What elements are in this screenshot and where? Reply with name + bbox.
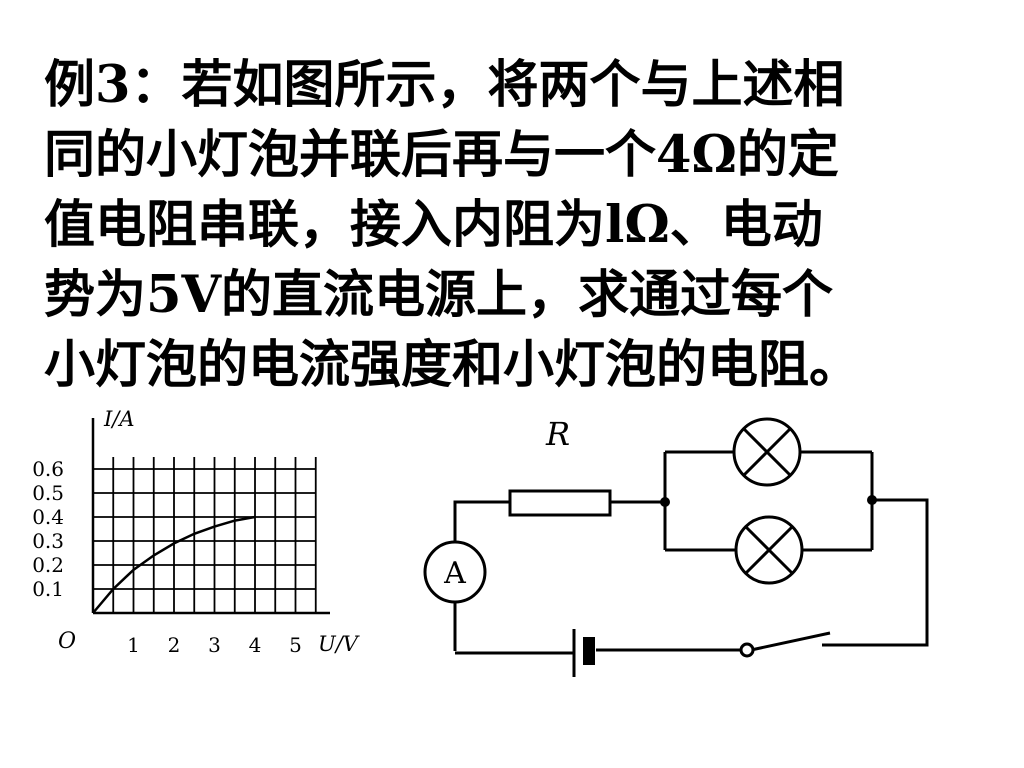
wire-right: [822, 498, 929, 647]
lamp-bottom: [734, 515, 804, 585]
y-tick-label: 0.2: [32, 553, 64, 577]
ammeter: A: [423, 540, 487, 604]
x-tick-label: 3: [208, 633, 221, 657]
x-tick-label: 5: [289, 633, 302, 657]
x-tick-label: 1: [127, 633, 140, 657]
battery-short-plate: [583, 637, 595, 665]
x-axis-label: U/V: [318, 632, 360, 656]
y-tick-label: 0.5: [32, 481, 64, 505]
problem-line-1: 例3：若如图所示，将两个与上述相: [44, 55, 845, 115]
resistor-label: R: [545, 415, 570, 453]
wire-left: [453, 500, 510, 543]
problem-line-4: 势为5V的直流电源上，求通过每个: [44, 265, 834, 325]
x-tick-label: 2: [168, 633, 181, 657]
switch-contact: [739, 642, 755, 658]
y-tick-label: 0.6: [32, 457, 64, 481]
junction-dot-right: [867, 495, 877, 505]
graph-grid: [93, 457, 317, 613]
y-axis-label: I/A: [103, 407, 135, 431]
series-line: [92, 515, 256, 614]
lamp-top: [732, 417, 802, 487]
circuit-diagram: A R: [423, 415, 929, 677]
y-tick-label: 0.3: [32, 529, 64, 553]
problem-line-5: 小灯泡的电流强度和小灯泡的电阻。: [44, 335, 861, 395]
graph-axes: [91, 418, 330, 615]
x-tick-label: 4: [249, 633, 262, 657]
y-tick-label: 0.1: [32, 577, 64, 601]
y-tick-label: 0.4: [32, 505, 64, 529]
origin-label: O: [58, 629, 76, 654]
junction-dot-left: [660, 497, 670, 507]
problem-statement: 例3：若如图所示，将两个与上述相 同的小灯泡并联后再与一个4Ω的定 值电阻串联，…: [44, 50, 1004, 400]
graph-tick-labels: 1 2 3 4 5 0.10.20.30.40.50.6: [32, 457, 302, 657]
problem-line-2: 同的小灯泡并联后再与一个4Ω的定: [44, 125, 839, 185]
ammeter-label: A: [443, 556, 466, 591]
iu-characteristic-graph: I/A U/V O 1 2 3 4 5 0.10.20.30.40.50.6: [32, 407, 360, 657]
resistor: [508, 489, 612, 517]
problem-line-3: 值电阻串联，接入内阻为lΩ、电动: [44, 195, 823, 255]
switch-blade: [750, 631, 831, 652]
